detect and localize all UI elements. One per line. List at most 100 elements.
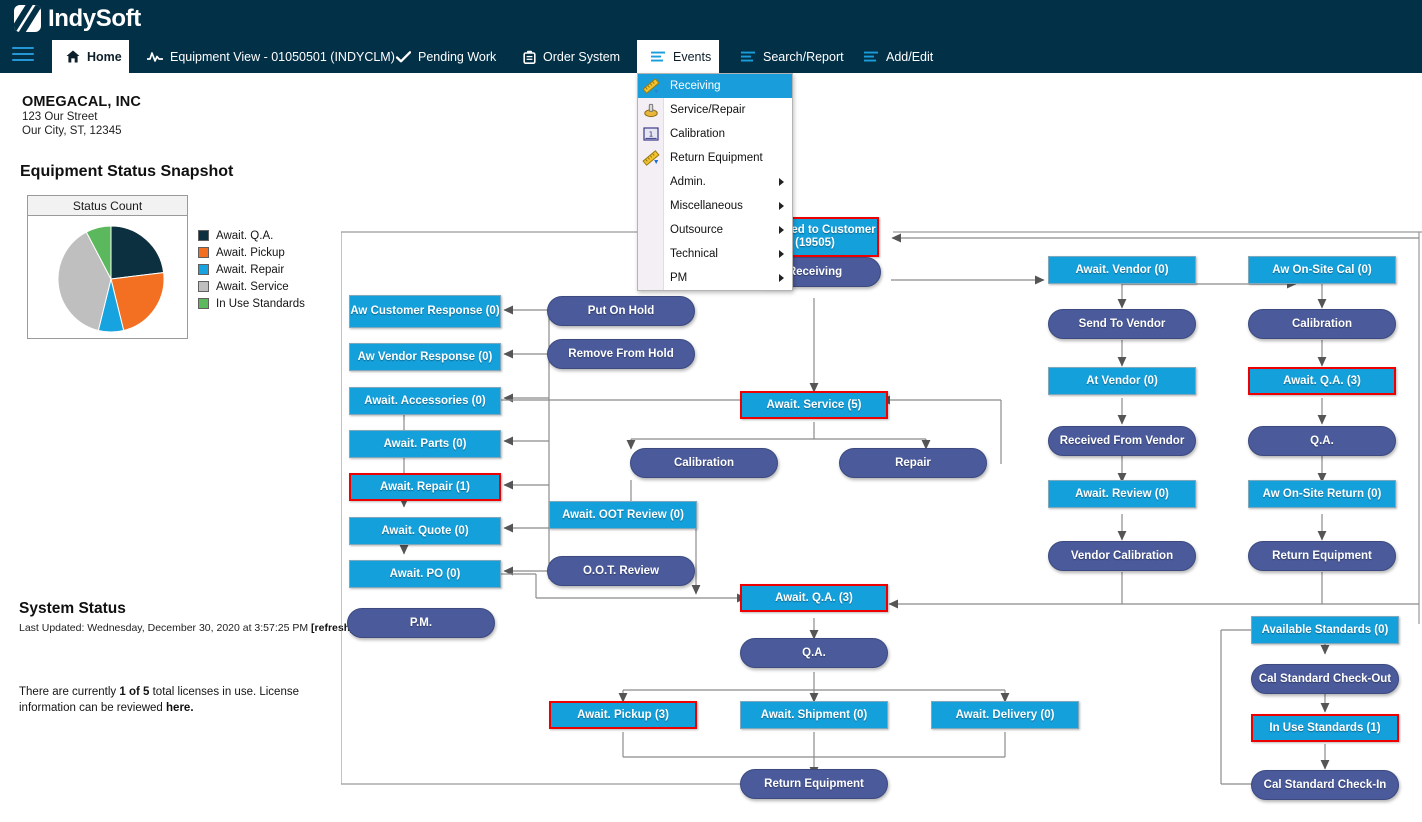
tab-pending-work-label: Pending Work: [418, 49, 497, 64]
menu-item-miscellaneous-label: Miscellaneous: [670, 200, 743, 212]
node-aw-onsite-cal[interactable]: Aw On-Site Cal (0): [1248, 256, 1396, 284]
menu-item-pm[interactable]: PM: [638, 266, 792, 290]
node-aw-onsite-return[interactable]: Aw On-Site Return (0): [1248, 480, 1396, 508]
node-received-from-vendor[interactable]: Received From Vendor: [1048, 426, 1196, 456]
menu-item-calibration[interactable]: 1 Calibration: [638, 122, 792, 146]
node-await-quote[interactable]: Await. Quote (0): [349, 517, 501, 545]
bolt-gold-icon: [642, 101, 660, 119]
menu-item-service-repair[interactable]: Service/Repair: [638, 98, 792, 122]
node-await-vendor[interactable]: Await. Vendor (0): [1048, 256, 1196, 284]
company-city-state-zip: Our City, ST, 12345: [22, 125, 122, 137]
tab-equipment-view[interactable]: Equipment View - 01050501 (INDYCLM): [133, 40, 409, 73]
node-await-review[interactable]: Await. Review (0): [1048, 480, 1196, 508]
hamburger-icon[interactable]: [12, 47, 34, 65]
legend-item: Await. Repair: [198, 261, 305, 278]
menu-item-outsource[interactable]: Outsource: [638, 218, 792, 242]
pulse-icon: [147, 51, 163, 63]
company-name: OMEGACAL, INC: [22, 94, 141, 110]
node-await-service[interactable]: Await. Service (5): [740, 391, 888, 419]
node-aw-vendor-response[interactable]: Aw Vendor Response (0): [349, 343, 501, 371]
brand-name: IndySoft: [48, 5, 141, 32]
menu-item-pm-label: PM: [670, 272, 688, 284]
refresh-link[interactable]: [refresh]: [311, 622, 354, 634]
node-await-qa-right[interactable]: Await. Q.A. (3): [1248, 367, 1396, 395]
legend-label: Await. Service: [216, 280, 289, 293]
updated-prefix: Last Updated:: [19, 622, 88, 634]
app-header: IndySoft: [0, 0, 1422, 40]
tab-home-label: Home: [87, 49, 122, 64]
status-chart-panel: Status Count: [27, 195, 188, 339]
node-available-standards[interactable]: Available Standards (0): [1251, 616, 1399, 644]
license-pre: There are currently: [19, 686, 120, 698]
menu-item-miscellaneous[interactable]: Miscellaneous: [638, 194, 792, 218]
tab-events[interactable]: Events: [637, 40, 719, 73]
node-await-qa-middle[interactable]: Await. Q.A. (3): [740, 584, 888, 612]
pie-slice: [85, 225, 112, 280]
node-calibration-right[interactable]: Calibration: [1248, 309, 1396, 339]
node-await-repair[interactable]: Await. Repair (1): [349, 473, 501, 501]
legend-swatch: [198, 298, 209, 309]
workflow-diagram: Returned to Customer (19505) Receiving A…: [341, 217, 1422, 808]
clipboard-icon: [523, 50, 536, 64]
menu-item-return-equipment[interactable]: Return Equipment: [638, 146, 792, 170]
tab-search-report[interactable]: Search/Report: [727, 40, 858, 73]
tab-home[interactable]: Home: [52, 40, 129, 73]
license-here-link[interactable]: here.: [166, 702, 194, 714]
node-await-accessories[interactable]: Await. Accessories (0): [349, 387, 501, 415]
node-cal-standard-checkin[interactable]: Cal Standard Check-In: [1251, 770, 1399, 800]
node-put-on-hold[interactable]: Put On Hold: [547, 296, 695, 326]
node-return-equipment-middle[interactable]: Return Equipment: [740, 769, 888, 799]
ruler-blue-icon: [642, 149, 660, 167]
legend-item: Await. Service: [198, 278, 305, 295]
node-oot-review[interactable]: O.O.T. Review: [547, 556, 695, 586]
node-repair-middle[interactable]: Repair: [839, 448, 987, 478]
check-icon: [396, 50, 411, 63]
tab-add-edit[interactable]: Add/Edit: [850, 40, 947, 73]
node-await-oot-review[interactable]: Await. OOT Review (0): [549, 501, 697, 529]
menu-item-calibration-label: Calibration: [670, 128, 725, 140]
node-await-pickup[interactable]: Await. Pickup (3): [549, 701, 697, 729]
svg-text:1: 1: [649, 130, 653, 138]
node-cal-standard-checkout[interactable]: Cal Standard Check-Out: [1251, 664, 1399, 694]
node-await-parts[interactable]: Await. Parts (0): [349, 430, 501, 458]
legend-item: In Use Standards: [198, 295, 305, 312]
node-await-delivery[interactable]: Await. Delivery (0): [931, 701, 1079, 729]
tab-pending-work[interactable]: Pending Work: [382, 40, 510, 73]
menu-item-technical-label: Technical: [670, 248, 718, 260]
pie-slice: [110, 225, 165, 280]
pie-slice: [110, 272, 165, 332]
legend-item: Await. Pickup: [198, 244, 305, 261]
node-aw-customer-response[interactable]: Aw Customer Response (0): [349, 295, 501, 328]
tab-search-report-label: Search/Report: [763, 49, 844, 64]
tab-order-system[interactable]: Order System: [509, 40, 634, 73]
tab-events-label: Events: [673, 49, 712, 64]
license-count: 1 of 5: [119, 686, 150, 698]
menu-item-receiving[interactable]: Receiving: [638, 74, 792, 98]
legend-swatch: [198, 281, 209, 292]
node-qa-right[interactable]: Q.A.: [1248, 426, 1396, 456]
menu-item-admin[interactable]: Admin.: [638, 170, 792, 194]
chevron-right-icon: [779, 226, 784, 234]
menu-item-admin-label: Admin.: [670, 176, 706, 188]
menu-item-return-equipment-label: Return Equipment: [670, 152, 763, 164]
node-await-po[interactable]: Await. PO (0): [349, 560, 501, 588]
node-send-to-vendor[interactable]: Send To Vendor: [1048, 309, 1196, 339]
legend-item: Await. Q.A.: [198, 227, 305, 244]
node-calibration-middle[interactable]: Calibration: [630, 448, 778, 478]
updated-value: Wednesday, December 30, 2020 at 3:57:25 …: [87, 622, 309, 634]
node-return-equipment-right[interactable]: Return Equipment: [1248, 541, 1396, 571]
node-qa-middle[interactable]: Q.A.: [740, 638, 888, 668]
license-mid: total licenses in use. License informati…: [19, 686, 299, 714]
legend-label: In Use Standards: [216, 297, 305, 310]
menu-item-technical[interactable]: Technical: [638, 242, 792, 266]
node-vendor-calibration[interactable]: Vendor Calibration: [1048, 541, 1196, 571]
tab-add-edit-label: Add/Edit: [886, 49, 934, 64]
node-pm[interactable]: P.M.: [347, 608, 495, 638]
page-title: Equipment Status Snapshot: [20, 163, 234, 180]
node-in-use-standards[interactable]: In Use Standards (1): [1251, 714, 1399, 742]
node-await-shipment[interactable]: Await. Shipment (0): [740, 701, 888, 729]
node-remove-from-hold[interactable]: Remove From Hold: [547, 339, 695, 369]
company-street: 123 Our Street: [22, 111, 98, 123]
node-at-vendor[interactable]: At Vendor (0): [1048, 367, 1196, 395]
